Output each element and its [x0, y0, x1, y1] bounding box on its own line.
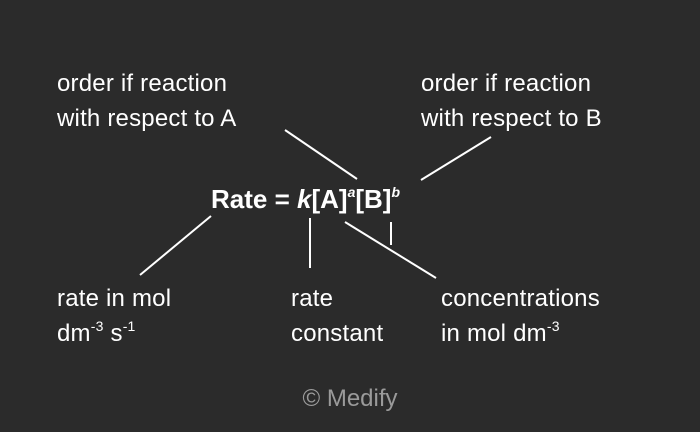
rate-constant-line1: rate: [291, 285, 334, 312]
order-a-line2: with respect to A: [57, 105, 237, 132]
order-a-label: order if reaction with respect to A: [57, 66, 237, 136]
rate-units-s: s: [103, 320, 123, 347]
rate-units-line2: dm-3 s-1: [57, 316, 171, 351]
order-b-line1: order if reaction: [421, 70, 592, 97]
rate-constant-label: rate constant: [291, 281, 383, 351]
rate-constant-line2: constant: [291, 320, 384, 347]
rate-units-dm-exponent: -3: [90, 318, 104, 334]
rate-units-dm: dm: [57, 320, 91, 347]
connector-order-b: [420, 136, 492, 181]
concentrations-label: concentrations in mol dm-3: [441, 281, 600, 351]
concentration-b: [B]: [355, 184, 392, 214]
order-a-line1: order if reaction: [57, 70, 228, 97]
rate-units-s-exponent: -1: [122, 318, 136, 334]
connector-rate-units: [139, 215, 212, 276]
order-a-exponent: a: [347, 184, 356, 200]
rate-constant-symbol: k: [297, 184, 312, 214]
concentrations-units-exponent: -3: [546, 318, 560, 334]
concentrations-units: in mol dm: [441, 320, 547, 347]
concentrations-line1: concentrations: [441, 285, 600, 312]
concentration-a: [A]: [311, 184, 348, 214]
order-b-exponent: b: [391, 184, 401, 200]
equation-prefix: Rate =: [211, 184, 297, 214]
rate-units-label: rate in mol dm-3 s-1: [57, 281, 171, 351]
rate-units-line1: rate in mol: [57, 285, 172, 312]
order-b-line2: with respect to B: [421, 105, 602, 132]
connector-concentrations: [344, 221, 437, 279]
rate-equation: Rate = k[A]a[B]b: [211, 181, 400, 217]
connector-order-a: [284, 129, 358, 180]
order-b-label: order if reaction with respect to B: [421, 66, 602, 136]
concentrations-line2: in mol dm-3: [441, 316, 600, 351]
medify-watermark: © Medify: [302, 385, 398, 412]
